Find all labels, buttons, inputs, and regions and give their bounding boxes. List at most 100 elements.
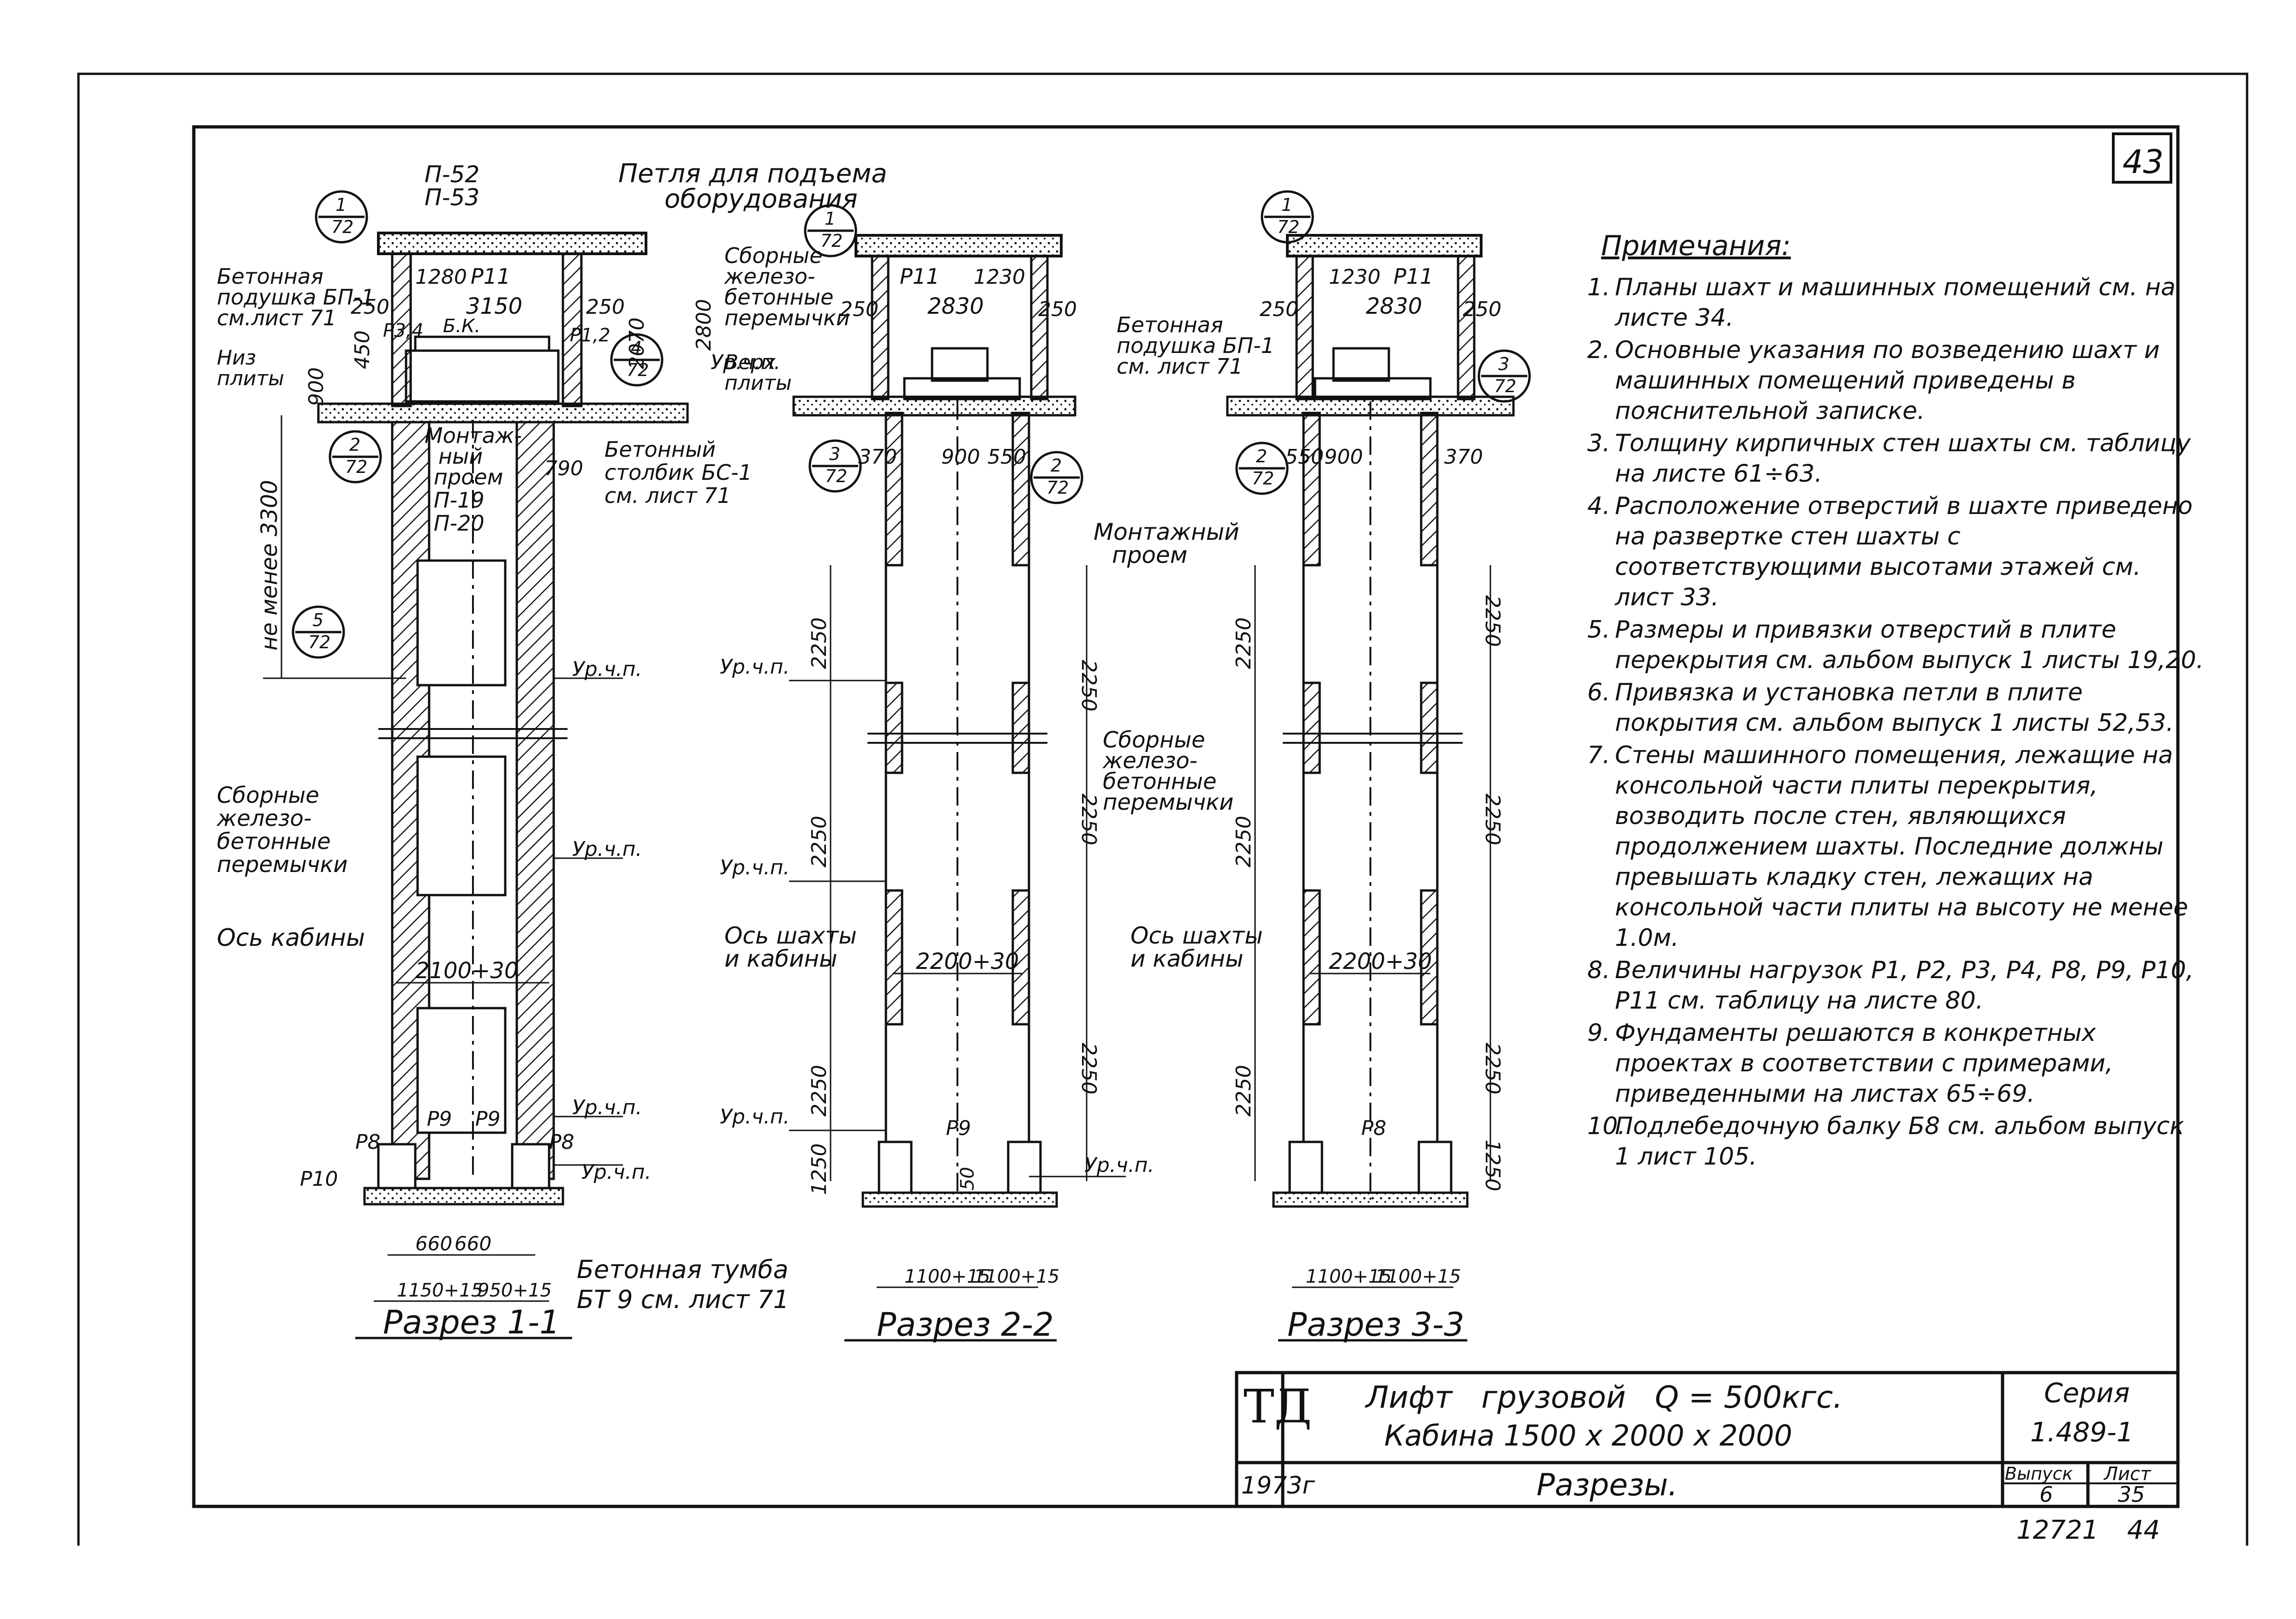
dim-250-f: 250 xyxy=(1463,298,1501,321)
dim-1100-c: 1100+15 xyxy=(1306,1266,1392,1287)
dim-450: 450 xyxy=(351,330,374,369)
note-text: Размеры и привязки отверстий в плите пер… xyxy=(1615,616,2204,674)
shaft-axis-2: и кабины xyxy=(724,945,837,972)
floor-level-9: Ур.ч.п. xyxy=(711,351,780,374)
dim-2250-4: 2250 xyxy=(1077,660,1100,711)
title-block-series-label: Серия xyxy=(2044,1377,2130,1409)
note-item: 3.Толщину кирпичных стен шахты см. табли… xyxy=(1587,428,2206,489)
load-p9-c: P9 xyxy=(946,1117,971,1140)
ref-5-72-bot: 72 xyxy=(308,632,330,652)
lintels3-label-4: перемычки xyxy=(1103,789,1234,815)
notes-list: 1.Планы шахт и машинных помещений см. на… xyxy=(1587,272,2206,1172)
ref-3-72-b-top: 3 xyxy=(1498,354,1509,374)
dim-1250-1: 1250 xyxy=(807,1143,831,1195)
dim-2830-b: 2830 xyxy=(1366,293,1422,319)
dim-790: 790 xyxy=(544,457,583,480)
note-item: 7.Стены машинного помещения, лежащие на … xyxy=(1587,740,2206,953)
shaft-axis-3-2: и кабины xyxy=(1130,945,1244,972)
dim-370-b: 370 xyxy=(1444,445,1483,469)
note-text: Величины нагрузок P1, P2, P3, P4, P8, P9… xyxy=(1615,956,2194,1015)
reference-marker-texts: 1 72 1 72 1 72 2 72 4 72 5 72 3 72 2 72 … xyxy=(308,195,1516,652)
dim-1100-a: 1100+15 xyxy=(904,1266,990,1287)
dim-50: 50 xyxy=(957,1167,978,1190)
title-block-issue-label: Выпуск xyxy=(2005,1464,2073,1484)
ref-1-72-b-bot: 72 xyxy=(820,231,843,251)
dim-1100-b: 1100+15 xyxy=(974,1266,1059,1287)
dim-660-b: 660 xyxy=(454,1232,491,1255)
concrete-post-3: см. лист 71 xyxy=(604,483,731,508)
ref-3-72-b-bot: 72 xyxy=(1494,376,1516,396)
dim-2250-10: 2250 xyxy=(1481,595,1504,647)
note-item: 8.Величины нагрузок P1, P2, P3, P4, P8, … xyxy=(1587,955,2206,1016)
lintels-label-4: перемычки xyxy=(217,852,348,878)
dim-1230-b: 1230 xyxy=(1329,265,1381,289)
ref-2-72-a-bot: 72 xyxy=(345,457,367,477)
install-opening-2: ный xyxy=(438,444,483,469)
ref-1-72-c-bot: 72 xyxy=(1277,217,1299,237)
title-block-series-value: 1.489-1 xyxy=(2030,1416,2134,1448)
note-text: Привязка и установка петли в плите покры… xyxy=(1615,679,2174,737)
dim-2200-a: 2200+30 xyxy=(916,949,1019,974)
load-p11-a: P11 xyxy=(471,264,510,289)
concrete-pad2-1: Бетонная xyxy=(1117,312,1223,337)
note-number: 7. xyxy=(1587,741,1610,769)
section-3-3 xyxy=(1226,234,1515,1342)
lintels3-label-1: Сборные xyxy=(1103,727,1205,753)
ref-2-72-b-bot: 72 xyxy=(1046,478,1069,498)
dim-1100-d: 1100+15 xyxy=(1375,1266,1461,1287)
load-p34: P3,4 xyxy=(383,320,424,341)
beam-bx: Б.К. xyxy=(443,316,480,337)
ref-1-72-a-bot: 72 xyxy=(331,217,353,237)
lintels2-label-1: Сборные xyxy=(724,243,823,268)
dim-900-a: 900 xyxy=(941,445,980,469)
dim-2800: 2800 xyxy=(692,299,716,351)
ref-1-72-a-top: 1 xyxy=(335,195,347,215)
note-item: 9.Фундаменты решаются в конкретных проек… xyxy=(1587,1018,2206,1109)
note-item: 5.Размеры и привязки отверстий в плите п… xyxy=(1587,615,2206,675)
install-opening-3: проем xyxy=(434,465,503,490)
beam2-label-2: П-20 xyxy=(434,511,484,536)
concrete-post-2: столбик БС-1 xyxy=(604,460,752,485)
floor-level-6: Ур.ч.п. xyxy=(720,856,789,879)
lintels2-label-4: перемычки xyxy=(724,305,850,330)
dim-1230-a: 1230 xyxy=(974,265,1025,289)
lintels-label-3: бетонные xyxy=(217,829,331,854)
title-block-frame xyxy=(1235,1371,2180,1508)
floor-level-1: Ур.ч.п. xyxy=(572,657,642,681)
slab-top-2: плиты xyxy=(724,371,792,395)
note-text: Стены машинного помещения, лежащие на ко… xyxy=(1615,741,2188,952)
ref-2-72-c-bot: 72 xyxy=(1252,468,1274,489)
dim-2830-a: 2830 xyxy=(927,293,984,319)
ref-2-72-a-top: 2 xyxy=(349,435,360,455)
note-number: 3. xyxy=(1587,430,1610,457)
plinth-label-2: БТ 9 см. лист 71 xyxy=(577,1285,789,1314)
section-1-1 xyxy=(263,232,689,1339)
note-text: Подлебедочную балку Б8 см. альбом выпуск… xyxy=(1615,1112,2184,1171)
lintels2-label-3: бетонные xyxy=(724,285,833,310)
slab-bottom-2: плиты xyxy=(217,367,284,390)
floor-level-8: Ур.ч.п. xyxy=(1084,1153,1154,1177)
beam2-label-1: П-19 xyxy=(434,488,484,513)
ref-2-72-b-top: 2 xyxy=(1051,455,1062,476)
floor-level-5: Ур.ч.п. xyxy=(720,655,789,679)
page-number: 43 xyxy=(2123,143,2164,181)
load-p12: P1,2 xyxy=(570,325,610,346)
page-total: 44 xyxy=(2127,1515,2160,1545)
dim-250-c: 250 xyxy=(840,298,879,321)
section-2-2 xyxy=(789,234,1126,1342)
section-reference-markers xyxy=(292,190,1531,659)
concrete-pad-label-2: подушка БП-1 xyxy=(217,285,375,310)
ref-3-72-a-bot: 72 xyxy=(825,466,847,486)
note-number: 2. xyxy=(1587,336,1610,364)
note-number: 9. xyxy=(1587,1019,1610,1047)
section-3-3-title: Разрез 3-3 xyxy=(1287,1306,1465,1344)
load-p8-c: P8 xyxy=(1361,1117,1387,1140)
dim-250-b: 250 xyxy=(586,295,625,319)
dim-550-a: 550 xyxy=(987,445,1026,469)
dim-250-a: 250 xyxy=(351,295,389,319)
dim-2250-1: 2250 xyxy=(807,617,831,669)
lintels-label-1: Сборные xyxy=(217,783,319,808)
dim-370-a: 370 xyxy=(858,445,897,469)
dim-250-e: 250 xyxy=(1260,298,1298,321)
dim-900-b: 900 xyxy=(1324,445,1363,469)
